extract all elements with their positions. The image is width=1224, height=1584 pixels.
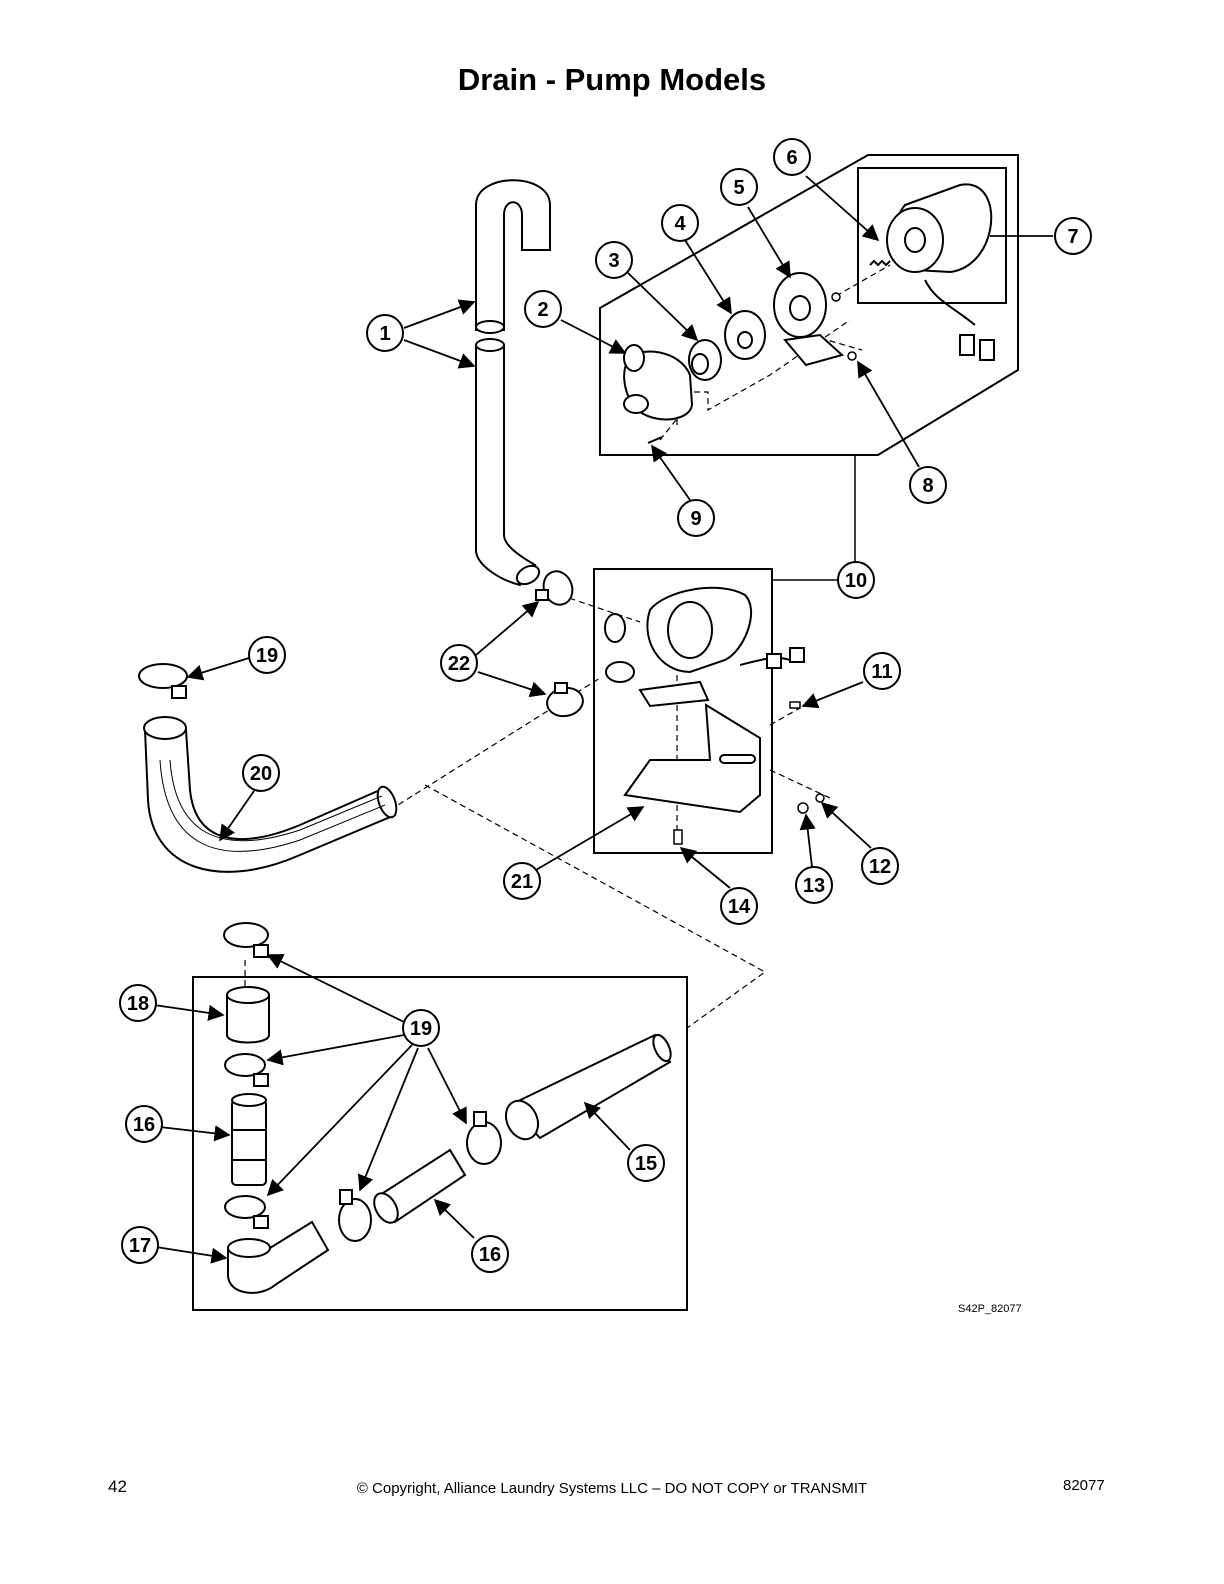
callout-16-right: 16 (471, 1235, 509, 1273)
callout-14: 14 (720, 887, 758, 925)
leader-lines (153, 175, 1053, 1264)
callout-12: 12 (861, 847, 899, 885)
callout-5: 5 (720, 168, 758, 206)
svg-text:7: 7 (1067, 226, 1078, 248)
callout-8: 8 (909, 466, 947, 504)
pump-detail-frame (599, 154, 1019, 456)
svg-text:14: 14 (728, 896, 751, 918)
assembly-dashed-lines (244, 264, 891, 1029)
callout-13: 13 (795, 866, 833, 904)
callout-15: 15 (627, 1144, 665, 1182)
svg-text:19: 19 (410, 1018, 432, 1040)
pump-housing (623, 344, 694, 421)
svg-text:3: 3 (608, 250, 619, 272)
drawing-reference: S42P_82077 (958, 1303, 1022, 1315)
callout-9: 9 (677, 499, 715, 537)
svg-text:13: 13 (803, 875, 825, 897)
svg-text:2: 2 (537, 299, 548, 321)
callout-11: 11 (863, 652, 901, 690)
hose-clamp-22-upper (535, 570, 574, 606)
callout-2: 2 (524, 290, 562, 328)
drain-hose-20 (143, 716, 398, 873)
pump-motor (886, 183, 995, 361)
svg-text:4: 4 (674, 213, 686, 235)
svg-text:15: 15 (635, 1153, 657, 1175)
callout-21: 21 (503, 862, 541, 900)
svg-text:12: 12 (869, 856, 891, 878)
pin-9 (647, 436, 663, 444)
hose-clamp-19-e (466, 1111, 502, 1165)
callout-17: 17 (121, 1226, 159, 1264)
small-hardware (673, 701, 825, 845)
pump-mount-plate (773, 272, 845, 367)
callout-20: 20 (242, 754, 280, 792)
svg-text:6: 6 (786, 147, 797, 169)
drain-tube-15 (504, 1033, 672, 1141)
drain-fittings-frame (192, 976, 688, 1311)
document-number: 82077 (1063, 1477, 1105, 1494)
callout-22: 22 (440, 644, 478, 682)
svg-text:17: 17 (129, 1235, 151, 1257)
drain-hose-upper (475, 179, 551, 334)
pump-bracket (623, 703, 761, 814)
washer-8 (847, 351, 857, 361)
washer-motor (831, 292, 841, 302)
drain-hose-lower (475, 338, 541, 587)
page-number: 42 (108, 1477, 127, 1496)
coupling-16-vertical (231, 1093, 267, 1186)
callout-19-lower: 19 (402, 1009, 440, 1047)
callout-3: 3 (595, 241, 633, 279)
svg-text:1: 1 (379, 323, 390, 345)
callout-18: 18 (119, 984, 157, 1022)
svg-text:19: 19 (256, 645, 278, 667)
callout-10: 10 (837, 561, 875, 599)
copyright-notice: © Copyright, Alliance Laundry Systems LL… (356, 1480, 868, 1497)
hose-clamp-19-d (338, 1189, 372, 1242)
svg-text:20: 20 (250, 763, 272, 785)
callout-4: 4 (661, 204, 699, 242)
callout-19-top: 19 (248, 636, 286, 674)
motor-shaft-spring (869, 259, 891, 267)
hose-clamp-22-lower (546, 682, 584, 718)
svg-text:8: 8 (922, 475, 933, 497)
coupling-18 (226, 986, 270, 1044)
pump-seal (688, 339, 722, 381)
callout-1: 1 (366, 314, 404, 352)
page-title: Drain - Pump Models (457, 62, 767, 97)
svg-text:18: 18 (127, 993, 149, 1015)
hose-clamp-19-b (224, 1053, 269, 1087)
svg-text:9: 9 (690, 508, 701, 530)
svg-text:11: 11 (871, 661, 892, 683)
hose-clamp-19-c (224, 1195, 269, 1229)
coupling-16-angled (373, 1148, 467, 1224)
svg-text:21: 21 (511, 871, 533, 893)
svg-text:16: 16 (133, 1114, 155, 1136)
svg-text:10: 10 (845, 570, 867, 592)
hose-clamp-19-top (138, 663, 188, 699)
svg-text:22: 22 (448, 653, 470, 675)
callout-7: 7 (1054, 217, 1092, 255)
svg-text:5: 5 (733, 177, 744, 199)
svg-text:16: 16 (479, 1244, 501, 1266)
impeller (724, 310, 766, 360)
elbow-17 (227, 1220, 330, 1294)
pump-assembly (604, 586, 805, 708)
hose-clamp-19-a (223, 922, 269, 958)
callout-6: 6 (773, 138, 811, 176)
callout-16-left: 16 (125, 1105, 163, 1143)
